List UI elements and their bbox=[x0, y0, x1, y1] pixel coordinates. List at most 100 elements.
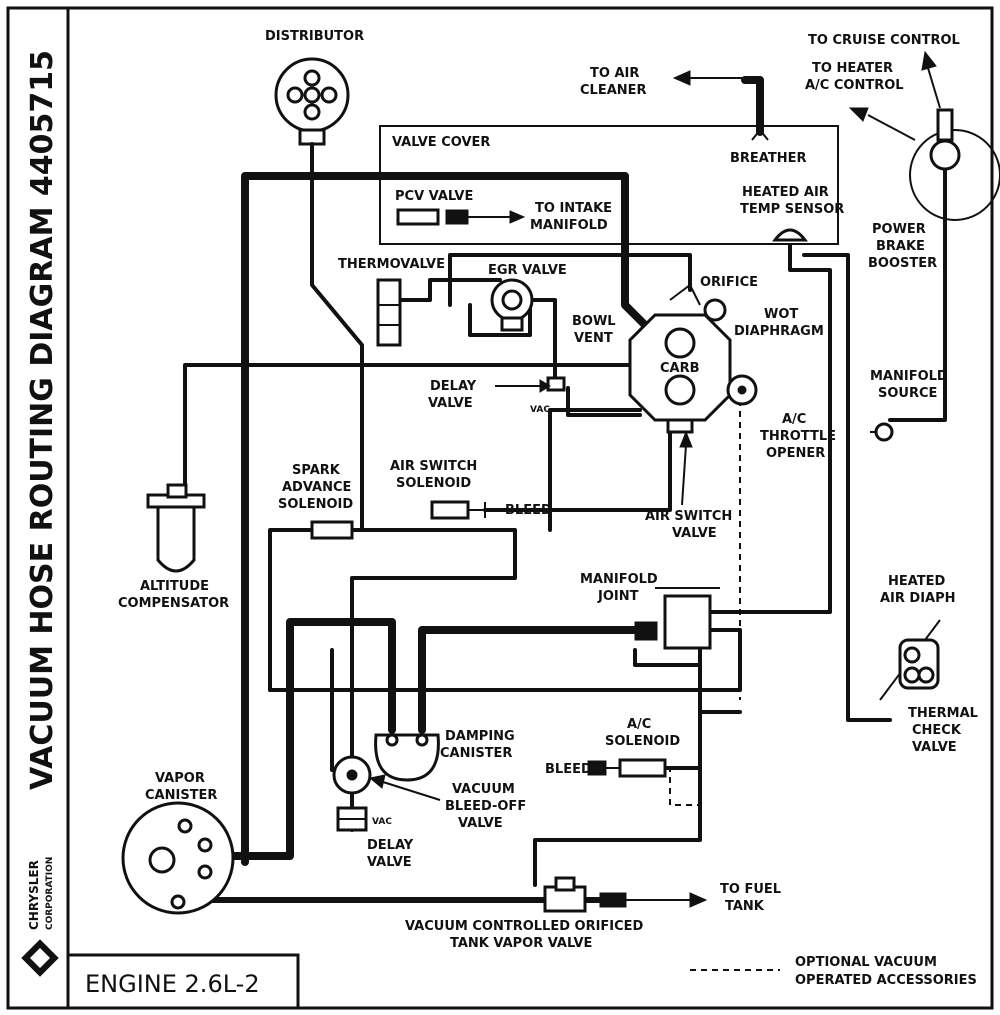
label-heated-air-diaph-1: HEATED bbox=[888, 574, 946, 589]
label-ac-throttle-3: OPENER bbox=[766, 446, 825, 461]
label-vent: VENT bbox=[574, 331, 613, 346]
label-to-heater: TO HEATER bbox=[812, 61, 893, 76]
label-thermovalve: THERMOVALVE bbox=[338, 257, 445, 272]
label-brake: BRAKE bbox=[876, 239, 925, 254]
manifold-source-fitting bbox=[870, 422, 894, 442]
label-delay-lower: DELAY bbox=[367, 838, 414, 853]
air-switch-solenoid bbox=[430, 500, 486, 520]
label-cleaner: CLEANER bbox=[580, 83, 647, 98]
label-bleed: BLEED bbox=[505, 503, 552, 518]
label-damping-canister: CANISTER bbox=[440, 746, 512, 761]
label-valve-cover: VALVE COVER bbox=[392, 135, 490, 150]
hose-canister-damping bbox=[206, 618, 396, 860]
label-valve: VALVE bbox=[428, 396, 473, 411]
damping-canister bbox=[374, 733, 440, 782]
label-valve-lower: VALVE bbox=[367, 855, 412, 870]
manifold-joint bbox=[634, 587, 720, 650]
label-power: POWER bbox=[872, 222, 926, 237]
label-bleed-ac: BLEED bbox=[545, 762, 592, 777]
label-compensator: COMPENSATOR bbox=[118, 596, 229, 611]
delay-valve-lower bbox=[336, 806, 368, 832]
distributor bbox=[274, 57, 350, 146]
label-vac-lower: VAC bbox=[372, 817, 392, 827]
label-spark: SPARK bbox=[292, 463, 341, 478]
delay-valve-upper bbox=[546, 376, 566, 392]
label-thermal-valve: VALVE bbox=[912, 740, 957, 755]
label-heated-air-diaph-2: AIR DIAPH bbox=[880, 591, 956, 606]
label-bleed-off-valve: VALVE bbox=[458, 816, 503, 831]
egr-valve bbox=[490, 278, 534, 332]
label-booster: BOOSTER bbox=[868, 256, 937, 271]
outer-frame bbox=[6, 6, 994, 1010]
heated-air-temp-sensor bbox=[771, 228, 809, 242]
power-brake-booster bbox=[909, 108, 1000, 221]
label-to-fuel: TO FUEL bbox=[720, 882, 781, 897]
label-wot: WOT bbox=[764, 307, 798, 322]
label-air-switch-valve-2: VALVE bbox=[672, 526, 717, 541]
label-tank: TANK bbox=[725, 899, 765, 914]
label-manifold-source-1: MANIFOLD bbox=[870, 369, 948, 384]
arrow-to-heater bbox=[867, 114, 916, 141]
legend-line1: OPTIONAL VACUUM bbox=[795, 955, 937, 970]
arrow-air-switch-valve bbox=[681, 444, 687, 506]
hose-damping-manifold bbox=[418, 626, 654, 734]
heated-air-diaphragm bbox=[879, 619, 941, 701]
label-diaphragm: DIAPHRAGM bbox=[734, 324, 824, 339]
label-ac-solenoid-1: A/C bbox=[627, 717, 651, 732]
altitude-compensator bbox=[146, 483, 206, 573]
label-manifold-source-2: SOURCE bbox=[878, 386, 937, 401]
vacuum-bleed-off-valve bbox=[332, 755, 372, 795]
engine-label-box bbox=[66, 953, 300, 1010]
label-vapor: VAPOR bbox=[155, 771, 205, 786]
label-manifold: MANIFOLD bbox=[530, 218, 608, 233]
breather-fitting bbox=[751, 128, 769, 141]
engine-label: ENGINE 2.6L-2 bbox=[85, 970, 260, 998]
label-bleed-off: BLEED-OFF bbox=[445, 799, 526, 814]
label-damping: DAMPING bbox=[445, 729, 515, 744]
thermovalve bbox=[376, 278, 402, 347]
carburetor bbox=[628, 283, 758, 434]
label-distributor: DISTRIBUTOR bbox=[265, 29, 364, 44]
brand-name: CHRYSLER bbox=[27, 860, 41, 930]
label-vac: VAC bbox=[530, 405, 550, 415]
label-ac-solenoid-2: SOLENOID bbox=[605, 734, 680, 749]
pcv-valve bbox=[396, 208, 526, 226]
hose-breather bbox=[741, 76, 764, 136]
label-breather: BREATHER bbox=[730, 151, 807, 166]
label-ac-throttle-2: THROTTLE bbox=[760, 429, 836, 444]
label-vapor-canister: CANISTER bbox=[145, 788, 217, 803]
label-delay: DELAY bbox=[430, 379, 477, 394]
chrysler-logo: CHRYSLER CORPORATION bbox=[21, 857, 59, 977]
label-egr-valve: EGR VALVE bbox=[488, 263, 567, 278]
label-air-switch-solenoid: SOLENOID bbox=[396, 476, 471, 491]
label-tank-vapor-valve-2: TANK VAPOR VALVE bbox=[450, 936, 592, 951]
label-to-intake: TO INTAKE bbox=[535, 201, 612, 216]
brand-subtitle: CORPORATION bbox=[45, 857, 55, 930]
label-carb: CARB bbox=[660, 361, 700, 376]
diagram-title: VACUUM HOSE ROUTING DIAGRAM 4405715 bbox=[25, 50, 60, 790]
vapor-canister bbox=[121, 801, 235, 915]
spark-advance-solenoid bbox=[310, 520, 354, 540]
label-ac-control: A/C CONTROL bbox=[805, 78, 904, 93]
label-tank-vapor-valve-1: VACUUM CONTROLLED ORIFICED bbox=[405, 919, 644, 934]
label-to-air: TO AIR bbox=[590, 66, 639, 81]
legend-line2: OPERATED ACCESSORIES bbox=[795, 973, 977, 988]
label-orifice: ORIFICE bbox=[700, 275, 758, 290]
label-to-cruise-control: TO CRUISE CONTROL bbox=[808, 33, 960, 48]
labels: DISTRIBUTOR TO AIR CLEANER TO CRUISE CON… bbox=[118, 29, 978, 951]
hose-distributor-carb bbox=[241, 172, 654, 866]
tank-vapor-valve bbox=[543, 876, 708, 913]
label-vacuum: VACUUM bbox=[452, 782, 515, 797]
valve-cover bbox=[379, 125, 839, 245]
arrow-to-cruise bbox=[927, 67, 941, 109]
label-ac-throttle-1: A/C bbox=[782, 412, 806, 427]
arrow-bleed-off bbox=[382, 781, 441, 801]
label-air-switch-valve-1: AIR SWITCH bbox=[645, 509, 732, 524]
thin-hoses bbox=[183, 142, 947, 887]
label-pcv-valve: PCV VALVE bbox=[395, 189, 473, 204]
label-bowl: BOWL bbox=[572, 314, 616, 329]
label-advance: ADVANCE bbox=[282, 480, 351, 495]
label-thermal: THERMAL bbox=[908, 706, 978, 721]
label-altitude: ALTITUDE bbox=[140, 579, 209, 594]
